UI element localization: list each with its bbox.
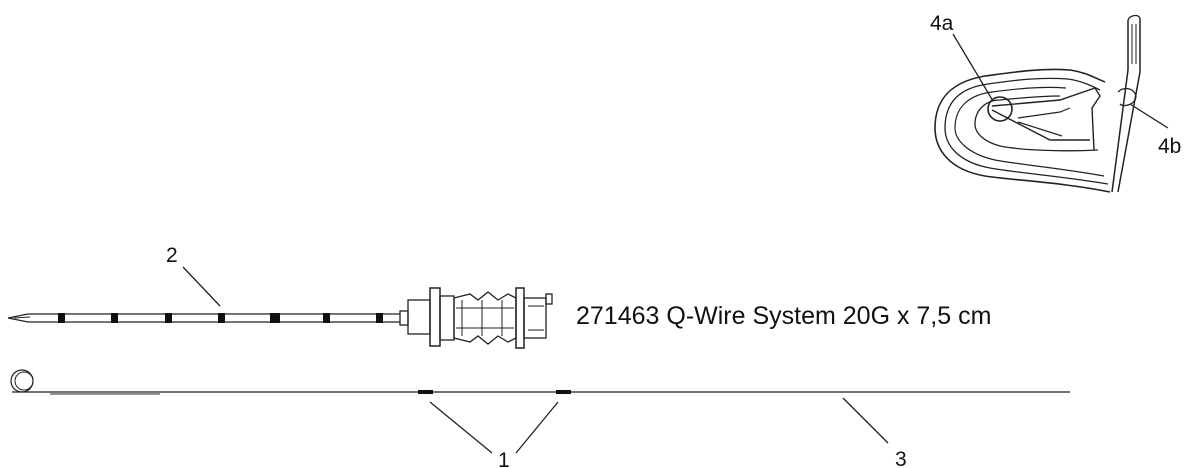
leader-line-1b <box>515 401 559 454</box>
clip-illustration <box>934 14 1141 193</box>
wire-illustration <box>10 369 1070 395</box>
product-title: 271463 Q-Wire System 20G x 7,5 cm <box>576 302 991 330</box>
label-4a: 4a <box>930 12 954 35</box>
needle-illustration <box>7 287 553 349</box>
leader-line-4a <box>952 33 994 102</box>
label-4b: 4b <box>1158 135 1181 158</box>
leader-line-3 <box>842 397 889 444</box>
leader-line-1a <box>429 401 493 454</box>
leader-line-2 <box>182 266 221 307</box>
leader-line-4b <box>1129 103 1169 129</box>
label-2: 2 <box>166 244 178 267</box>
label-1: 1 <box>498 449 510 468</box>
label-3: 3 <box>895 448 907 468</box>
